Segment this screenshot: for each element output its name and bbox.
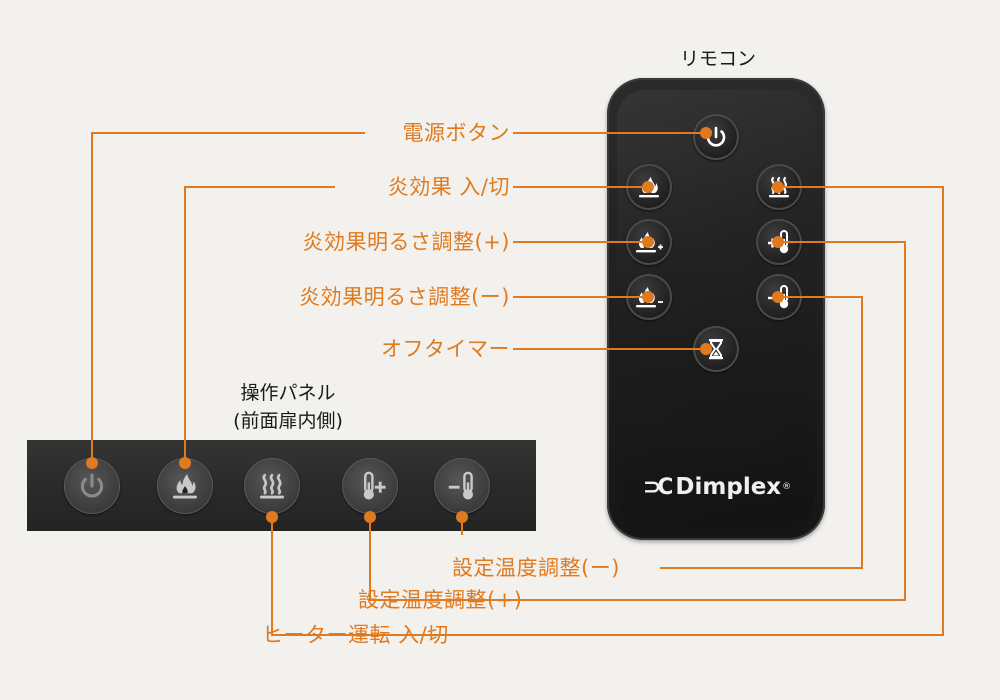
remote-control: ⊃C Dimplex ®: [607, 78, 825, 540]
remote-heater-button[interactable]: [756, 164, 802, 210]
flame-plus-icon: [636, 232, 663, 253]
panel-flame-button[interactable]: [157, 458, 213, 514]
label-flame-bright-down: 炎効果明るさ調整(ー): [299, 285, 510, 309]
hourglass-icon: [701, 334, 731, 364]
label-heater-onoff: ヒーター運転 入/切: [262, 623, 449, 647]
thermometer-plus-icon: [768, 227, 794, 257]
label-temp-down: 設定温度調整(ー): [452, 556, 620, 580]
remote-timer-button[interactable]: [693, 326, 739, 372]
label-flame-onoff: 炎効果 入/切: [387, 175, 510, 199]
panel-title-line1: 操作パネル: [240, 382, 336, 404]
thermometer-plus-icon: [352, 468, 386, 504]
flame-minus-icon: [636, 287, 663, 308]
brand-registered: ®: [782, 482, 792, 492]
flame-icon: [634, 172, 664, 202]
brand-name: Dimplex: [675, 474, 782, 500]
panel-temp-minus-button[interactable]: [434, 458, 490, 514]
label-flame-bright-up: 炎効果明るさ調整(+): [302, 230, 510, 254]
power-icon: [74, 468, 110, 504]
brand-mark: ⊃C: [642, 474, 674, 500]
panel-heater-button[interactable]: [244, 458, 300, 514]
thermometer-minus-icon: [448, 468, 480, 504]
heat-waves-icon: [254, 468, 290, 504]
label-power: 電源ボタン: [402, 121, 510, 145]
remote-flame-plus-button[interactable]: [626, 219, 672, 265]
label-temp-up: 設定温度調整(+): [358, 588, 523, 612]
remote-temp-plus-button[interactable]: [756, 219, 802, 265]
panel-title-line2: (前面扉内側): [233, 410, 343, 432]
thermometer-minus-icon: [768, 282, 794, 312]
heat-waves-icon: [764, 172, 794, 202]
remote-flame-minus-button[interactable]: [626, 274, 672, 320]
remote-flame-button[interactable]: [626, 164, 672, 210]
panel-power-button[interactable]: [64, 458, 120, 514]
label-off-timer: オフタイマー: [381, 337, 510, 361]
remote-power-button[interactable]: [693, 114, 739, 160]
panel-temp-plus-button[interactable]: [342, 458, 398, 514]
remote-title: リモコン: [679, 48, 756, 70]
operation-panel: [27, 440, 536, 531]
brand-logo: ⊃C Dimplex ®: [637, 470, 797, 504]
power-icon: [701, 122, 731, 152]
remote-temp-minus-button[interactable]: [756, 274, 802, 320]
flame-icon: [167, 468, 203, 504]
